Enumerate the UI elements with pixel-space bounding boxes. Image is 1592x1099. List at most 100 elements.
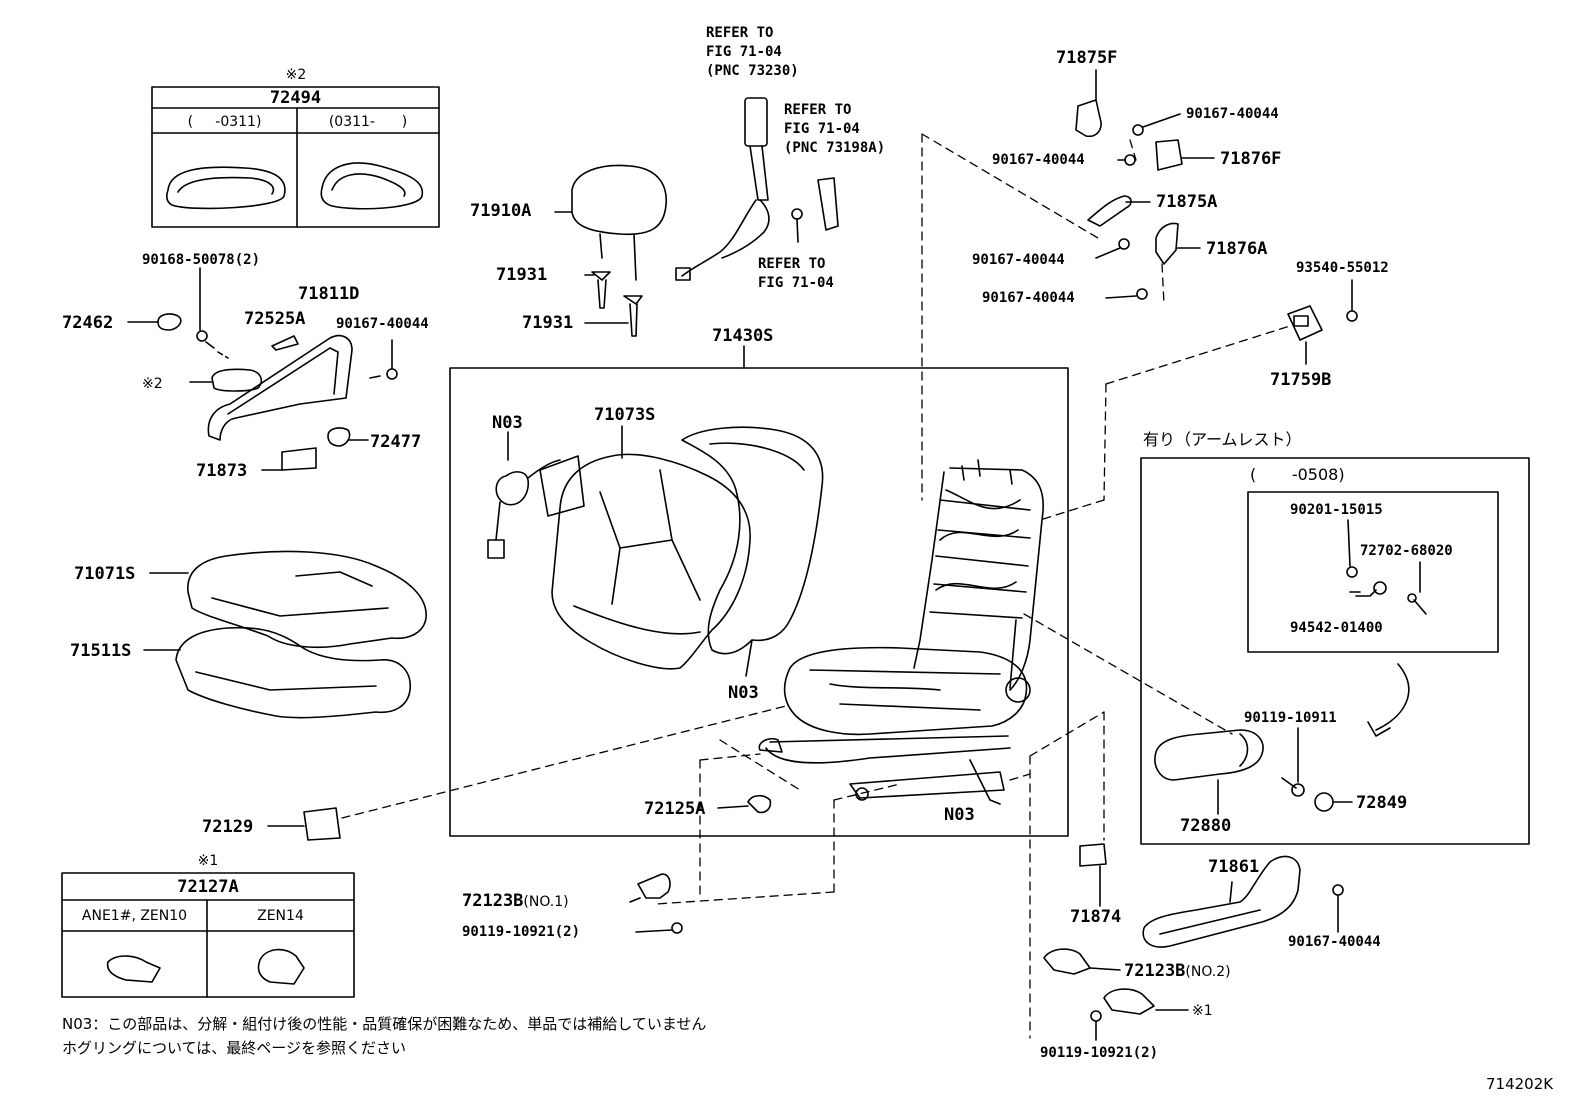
part-71873-label[interactable]: 71873 — [196, 461, 248, 481]
part-71876F-label[interactable]: 71876F — [1220, 149, 1282, 169]
range-72494-old: ( -0311) — [187, 114, 262, 130]
part-71073S-label[interactable]: 71073S — [594, 405, 656, 425]
part-94542-label[interactable]: 94542-01400 — [1290, 620, 1383, 636]
part-72525A-label[interactable]: 72525A — [244, 309, 306, 329]
screw-90167-b-icon — [1132, 113, 1181, 136]
part-71873-icon — [261, 447, 317, 471]
part-71861-label[interactable]: 71861 — [1208, 857, 1260, 877]
down-arrow-icon — [1367, 663, 1410, 737]
part-90167-f-label[interactable]: 90167-40044 — [1288, 934, 1381, 950]
seat-frame-icon — [758, 459, 1044, 805]
part-71511S-label[interactable]: 71511S — [70, 641, 132, 661]
part-90201-label[interactable]: 90201-15015 — [1290, 502, 1383, 518]
part-72125A-label[interactable]: 72125A — [644, 799, 706, 819]
clip-mark1-icon — [1103, 988, 1189, 1015]
part-72129-icon — [267, 807, 341, 841]
part-71875F-label[interactable]: 71875F — [1056, 48, 1118, 68]
screw-90167-e-icon — [1105, 288, 1148, 300]
part-72880-label[interactable]: 72880 — [1180, 816, 1232, 836]
bracket-71876F-icon — [1155, 139, 1215, 171]
armrest-range: ( -0508) — [1250, 465, 1345, 484]
refer-note-73230[interactable]: REFER TO FIG 71-04 (PNC 73230) — [706, 25, 799, 79]
part-71910A-label[interactable]: 71910A — [470, 201, 532, 221]
refer-note-73198A[interactable]: REFER TO FIG 71-04 (PNC 73198A) — [784, 102, 886, 156]
switch-knob-old-icon — [166, 166, 286, 210]
headrest-icon — [554, 164, 667, 281]
seatback-group-frame — [449, 345, 1069, 837]
part-72462-label[interactable]: 72462 — [62, 313, 114, 333]
part-90167-a-label[interactable]: 90167-40044 — [336, 316, 429, 332]
part-72123B-no2-label[interactable]: 72123B(NO.2) — [1124, 961, 1231, 981]
clip-zen14-icon — [257, 948, 305, 985]
side-cover-71861-icon — [1142, 855, 1301, 948]
mark1-right-label: ※1 — [1192, 1003, 1213, 1019]
part-90119-a-label[interactable]: 90119-10921(2) — [462, 924, 581, 940]
seatbelt-buckle-icon — [675, 97, 770, 281]
armrest-hardware-icon — [1346, 519, 1427, 615]
knob-72462-icon — [127, 313, 182, 331]
part-90167-b-label[interactable]: 90167-40044 — [1186, 106, 1279, 122]
variant-ane1-zen10: ANE1#, ZEN10 — [81, 908, 188, 924]
seatback-pad-icon — [681, 426, 824, 677]
part-90168-label[interactable]: 90168-50078(2) — [142, 252, 261, 268]
part-71811D-label[interactable]: 71811D — [298, 284, 360, 304]
part-90167-c-label[interactable]: 90167-40044 — [992, 152, 1085, 168]
part-72477-label[interactable]: 72477 — [370, 432, 422, 452]
knob-72525A-icon — [271, 335, 299, 351]
armrest-cap-icon — [1314, 792, 1353, 812]
part-90167-d-label[interactable]: 90167-40044 — [972, 252, 1065, 268]
figure-id: 714202K — [1486, 1075, 1554, 1093]
switch-knob-new-icon — [320, 162, 424, 210]
part-72477-icon — [327, 427, 369, 447]
armrest-icon — [1154, 729, 1264, 781]
seat-cushion-pad-icon — [143, 626, 411, 719]
part-72129-label[interactable]: 72129 — [202, 817, 254, 837]
part-72702-label[interactable]: 72702-68020 — [1360, 543, 1453, 559]
part-71430S-label[interactable]: 71430S — [712, 326, 774, 346]
part-90167-e-label[interactable]: 90167-40044 — [982, 290, 1075, 306]
armrest-box — [1140, 457, 1530, 845]
refer-note-71-04[interactable]: REFER TO FIG 71-04 — [758, 256, 834, 291]
part-71874-label[interactable]: 71874 — [1070, 907, 1122, 927]
part-71759B-label[interactable]: 71759B — [1270, 370, 1332, 390]
mark2-top-label: ※2 — [285, 67, 307, 83]
seat-heater-wire-icon — [487, 431, 585, 559]
dashed-leaders — [341, 133, 1291, 1039]
part-93540-label[interactable]: 93540-55012 — [1296, 260, 1389, 276]
screw-90167-a-icon — [369, 339, 398, 380]
slide-knob-icon — [189, 368, 263, 392]
armrest-heading: 有り（アームレスト） — [1143, 430, 1302, 449]
buckle-bolt-icon — [791, 208, 803, 243]
part-72127A-label[interactable]: 72127A — [177, 877, 239, 897]
mark1-top-label: ※1 — [197, 853, 219, 869]
bracket-71876A-icon — [1155, 222, 1201, 265]
seatback-cover-icon — [551, 425, 751, 670]
part-72849-label[interactable]: 72849 — [1356, 793, 1408, 813]
part-71876A-label[interactable]: 71876A — [1206, 239, 1268, 259]
bracket-71875A-icon — [1087, 195, 1151, 227]
screw-90167-d-icon — [1095, 238, 1130, 259]
part-71875A-label[interactable]: 71875A — [1156, 192, 1218, 212]
part-90119-b-label[interactable]: 90119-10911 — [1244, 710, 1337, 726]
seat-switch-bezel-icon — [207, 334, 353, 441]
n03-heater-label[interactable]: N03 — [492, 413, 523, 433]
part-72494-label[interactable]: 72494 — [269, 88, 322, 108]
clip-zen10-icon — [106, 955, 161, 983]
part-90119-c-label[interactable]: 90119-10921(2) — [1040, 1045, 1159, 1061]
part-72123B-no1-label[interactable]: 72123B(NO.1) — [462, 891, 569, 911]
mark2-left-label: ※2 — [142, 376, 163, 392]
part-71874-icon — [1079, 843, 1107, 907]
part-71931-b-label[interactable]: 71931 — [522, 313, 574, 333]
clip-72125A-icon — [717, 794, 772, 814]
n03-frame-label[interactable]: N03 — [944, 805, 975, 825]
screw-90119-c-icon — [1090, 1010, 1102, 1041]
cover-72123B-no1-icon — [629, 873, 683, 934]
part-71071S-label[interactable]: 71071S — [74, 564, 136, 584]
footnote-line-2: ホグリングについては、最終ページを参照ください — [62, 1039, 406, 1057]
footnote-line-1: N03：この部品は、分解・組付け後の性能・品質確保が困難なため、単品では補給して… — [62, 1015, 707, 1033]
part-71931-a-label[interactable]: 71931 — [496, 265, 548, 285]
headrest-guide-icon — [584, 271, 643, 337]
n03-pad-label[interactable]: N03 — [728, 683, 759, 703]
table-72127A — [61, 872, 355, 998]
